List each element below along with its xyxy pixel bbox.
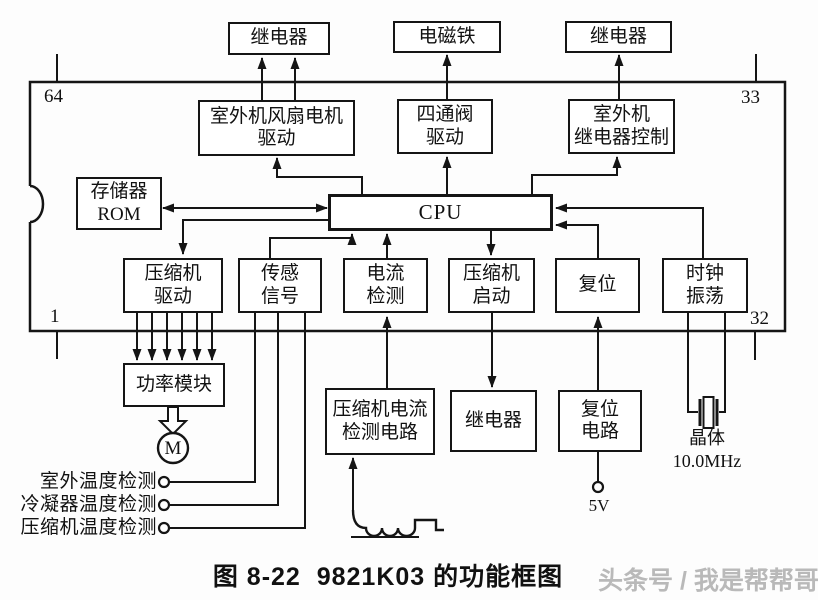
block-cpu: CPU (328, 194, 553, 231)
comp-current-line2: 检测电路 (341, 421, 418, 443)
terminal-outdoor-temp (157, 475, 171, 489)
connection-arrows (132, 54, 704, 512)
compressor-drive-line1: 压缩机 (144, 263, 202, 285)
connection-lines (169, 313, 726, 529)
temp-input-compressor: 压缩机温度检测 (20, 517, 157, 538)
block-relay-bottom: 继电器 (450, 390, 537, 452)
sensor-signal-line1: 传感 (260, 263, 299, 285)
block-relay-top-left: 继电器 (228, 22, 330, 55)
current-detect-line2: 检测 (366, 285, 405, 307)
compressor-start-line1: 压缩机 (462, 263, 520, 285)
block-relay-top-right: 继电器 (565, 21, 672, 53)
rom-line1: 存储器 (90, 181, 148, 203)
crystal-freq-label: 10.0MHz (672, 451, 742, 471)
comp-current-line1: 压缩机电流 (332, 399, 428, 421)
fan-motor-drive-line1: 室外机风扇电机 (209, 105, 343, 127)
block-compressor-drive: 压缩机 驱动 (123, 258, 223, 313)
motor-label: M (164, 438, 182, 459)
crystal-name-label: 晶体 (689, 428, 725, 448)
pin-label-64: 64 (44, 86, 63, 107)
block-current-detect: 电流 检测 (343, 258, 428, 313)
current-detect-line1: 电流 (366, 263, 405, 285)
block-compressor-start: 压缩机 启动 (448, 258, 535, 313)
figure-caption: 图 8-22 9821K03 的功能框图 (212, 563, 564, 591)
motor-symbol (156, 406, 190, 465)
block-four-way-valve-drive: 四通阀 驱动 (397, 99, 493, 154)
terminal-5v (591, 480, 605, 494)
sensor-signal-line2: 信号 (260, 285, 299, 307)
terminal-condenser-temp (157, 498, 171, 512)
pin-label-32: 32 (750, 308, 769, 329)
four-way-valve-drive-line2: 驱动 (425, 126, 464, 148)
four-way-valve-drive-line1: 四通阀 (416, 104, 474, 126)
reset-circuit-line2: 电路 (580, 421, 619, 442)
reset-circuit-line1: 复位 (580, 398, 619, 420)
block-sensor-signal: 传感 信号 (238, 258, 322, 313)
block-relay-top-right-label: 继电器 (589, 25, 647, 47)
block-solenoid-label: 电磁铁 (418, 25, 476, 47)
block-solenoid: 电磁铁 (393, 21, 501, 53)
block-outdoor-relay-control: 室外机 继电器控制 (568, 99, 675, 154)
terminal-circles (157, 475, 605, 535)
compressor-drive-line2: 驱动 (153, 285, 192, 307)
block-rom: 存储器 ROM (76, 177, 162, 230)
clock-osc-line2: 振荡 (685, 285, 724, 307)
block-compressor-current-detect-circuit: 压缩机电流 检测电路 (325, 388, 435, 455)
block-fan-motor-drive: 室外机风扇电机 驱动 (198, 100, 355, 156)
terminal-compressor-temp (157, 521, 171, 535)
block-reset: 复位 (555, 258, 640, 313)
ic-outline (26, 54, 787, 360)
crystal-symbol (698, 396, 719, 429)
pin-label-33: 33 (741, 87, 760, 108)
compressor-start-line2: 启动 (472, 285, 511, 307)
cpu-label: CPU (418, 200, 463, 225)
temp-input-condenser: 冷凝器温度检测 (20, 494, 157, 515)
power-module-label: 功率模块 (135, 373, 212, 395)
pin-label-1: 1 (50, 306, 60, 327)
clock-osc-line1: 时钟 (685, 263, 724, 285)
watermark: 头条号 / 我是帮帮哥 (598, 567, 818, 595)
block-relay-top-left-label: 继电器 (250, 27, 308, 49)
outdoor-relay-control-line1: 室外机 (592, 104, 650, 126)
block-clock-osc: 时钟 振荡 (662, 258, 748, 313)
coil-symbol (351, 509, 444, 538)
block-power-module: 功率模块 (123, 363, 225, 407)
rom-line2: ROM (97, 203, 141, 225)
temp-input-outdoor: 室外温度检测 (39, 471, 157, 492)
outdoor-relay-control-line2: 继电器控制 (573, 126, 669, 148)
relay-bottom-label: 继电器 (464, 409, 522, 431)
block-reset-circuit: 复位 电路 (558, 390, 642, 452)
supply-5v-label: 5V (588, 496, 610, 515)
reset-label: 复位 (578, 274, 617, 296)
fan-motor-drive-line2: 驱动 (257, 128, 296, 149)
